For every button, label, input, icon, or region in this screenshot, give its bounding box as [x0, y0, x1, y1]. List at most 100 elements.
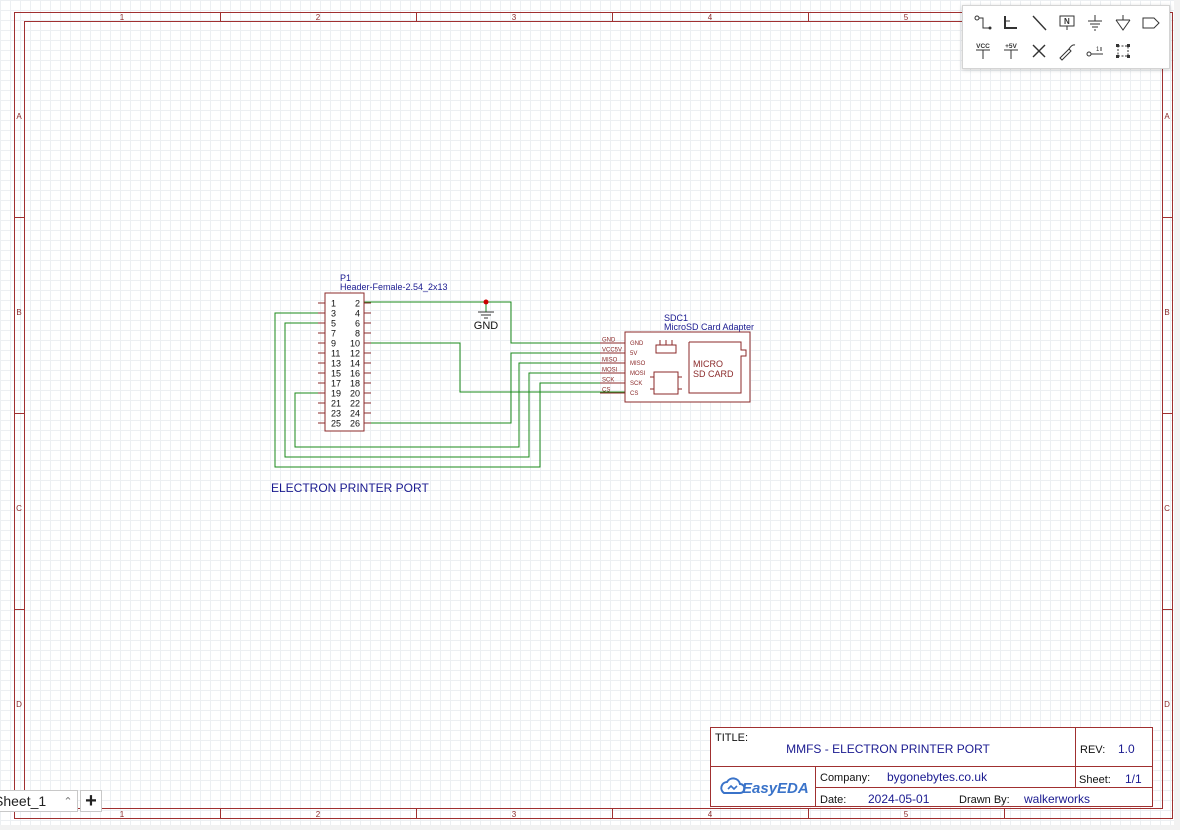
no-connect-icon	[1032, 44, 1046, 58]
header-pin-number: 9	[331, 339, 336, 349]
card-label-line2: SD CARD	[693, 369, 734, 379]
netlabel-tool[interactable]: N	[1053, 9, 1081, 37]
frame-row-label-right: A	[1164, 112, 1170, 121]
frame-ticks	[14, 12, 1172, 818]
frame-col-label-bottom: 5	[904, 810, 909, 819]
card-outline	[688, 341, 747, 394]
frame-row-label-left: B	[16, 308, 21, 317]
header-pin-number: 14	[350, 359, 360, 369]
header-pin-number: 24	[350, 409, 360, 419]
easyeda-logo-icon: EasyEDA	[720, 777, 809, 797]
header-pin-number: 21	[331, 399, 341, 409]
tb-company: bygonebytes.co.uk	[887, 770, 988, 784]
header-pin-number: 26	[350, 419, 360, 429]
wire-icon	[974, 15, 992, 30]
sd-body	[624, 331, 751, 403]
header-pin-number: 23	[331, 409, 341, 419]
svg-text:+5V: +5V	[1005, 43, 1017, 50]
tb-sheet-label: Sheet:	[1079, 774, 1111, 786]
header-pin-number: 8	[355, 329, 360, 339]
annotation-text[interactable]: ELECTRON PRINTER PORT	[271, 481, 429, 495]
wire-gnd	[364, 301, 625, 344]
sd-designator: SDC1	[664, 313, 688, 323]
ground-tool[interactable]	[1081, 9, 1109, 37]
netport-icon	[1142, 17, 1160, 29]
header-pin-number: 20	[350, 389, 360, 399]
header-pin-number: 1	[331, 299, 336, 309]
sd-internal-graphics	[650, 340, 747, 395]
sd-net-label: MISO	[602, 358, 618, 364]
frame-col-label-bottom: 1	[120, 810, 125, 819]
header-pin-number: 19	[331, 389, 341, 399]
ground-icon	[1088, 15, 1102, 31]
wire-pin3	[274, 312, 625, 468]
header-p1[interactable]: P1 Header-Female-2.54_2x13 1357911131517…	[318, 273, 448, 432]
buffer-chip	[653, 371, 679, 395]
header-pin-number: 22	[350, 399, 360, 409]
plus5v-tool[interactable]: +5V	[997, 37, 1025, 65]
frame-row-label-left: A	[16, 112, 22, 121]
bus-tool[interactable]	[997, 9, 1025, 37]
vcc-icon: VCC	[976, 43, 990, 59]
tb-company-label: Company:	[820, 772, 870, 784]
sd-net-label: CS	[602, 388, 610, 394]
wires	[274, 301, 625, 468]
horizontal-scrollbar[interactable]	[0, 825, 1180, 830]
pin-icon: 1	[1086, 47, 1103, 57]
frame-col-label-bottom: 3	[512, 810, 517, 819]
frame-col-label-bottom: 2	[316, 810, 321, 819]
probe-tool[interactable]	[1053, 37, 1081, 65]
bus-icon	[1004, 16, 1017, 29]
junction-dot	[483, 299, 489, 305]
wire-pin10	[364, 342, 625, 393]
probe-icon	[1059, 44, 1076, 61]
frame-col-label-top: 5	[904, 13, 909, 22]
tb-drawn-by: walkerworks	[1023, 792, 1090, 806]
sd-adapter[interactable]: SDC1 MicroSD Card Adapter GND5VMISOMOSIS…	[600, 313, 754, 403]
header-pin-number: 16	[350, 369, 360, 379]
header-pin-number: 17	[331, 379, 341, 389]
header-pin-number: 2	[355, 299, 360, 309]
select-box-icon	[1116, 44, 1130, 58]
gnd-label: GND	[474, 320, 499, 332]
line-tool[interactable]	[1025, 9, 1053, 37]
chevron-up-icon[interactable]: ⌃	[63, 795, 73, 808]
header-pin-number: 11	[331, 349, 340, 359]
frame-col-label-top: 1	[120, 13, 125, 22]
frame-col-label-top: 3	[512, 13, 517, 22]
add-sheet-button[interactable]: +	[80, 790, 102, 812]
sd-net-label: VCC5V	[602, 348, 622, 354]
header-pin-number: 25	[331, 419, 341, 429]
header-part-name: Header-Female-2.54_2x13	[340, 282, 448, 292]
tb-sheet: 1/1	[1125, 772, 1142, 786]
svg-text:VCC: VCC	[976, 43, 990, 50]
wire-pin26	[364, 352, 625, 424]
sheet-outer-border	[14, 12, 1173, 819]
gnd-symbol[interactable]: GND	[474, 299, 499, 333]
tb-date: 2024-05-01	[868, 792, 930, 806]
sheet-tab-label: Sheet_1	[0, 793, 47, 809]
frame-col-label-bottom: 4	[708, 810, 713, 819]
frame-row-label-left: C	[16, 504, 22, 513]
vcc-tool[interactable]: VCC	[969, 37, 997, 65]
sd-pin-name: CS	[630, 391, 638, 397]
netflag-gnd-icon	[1115, 15, 1131, 31]
vertical-scrollbar[interactable]	[1174, 0, 1180, 830]
svg-text:N: N	[1064, 17, 1070, 26]
select-box-tool[interactable]	[1109, 37, 1137, 65]
pin-tool[interactable]: 1	[1081, 37, 1109, 65]
tb-rev-label: REV:	[1080, 744, 1105, 756]
no-connect-tool[interactable]	[1025, 37, 1053, 65]
wire-tool[interactable]	[969, 9, 997, 37]
wire-pin19	[294, 362, 625, 448]
netflag-gnd-tool[interactable]	[1109, 9, 1137, 37]
header-pins: 1357911131517192123252468101214161820222…	[318, 299, 371, 429]
sd-net-label: SCK	[602, 378, 614, 384]
sheet-tab[interactable]: Sheet_1 ⌃	[0, 790, 78, 812]
header-pin-number: 3	[331, 309, 336, 319]
netport-tool[interactable]	[1137, 9, 1165, 37]
netlabel-icon: N	[1059, 15, 1075, 30]
sd-pin-name: 5V	[630, 351, 637, 357]
